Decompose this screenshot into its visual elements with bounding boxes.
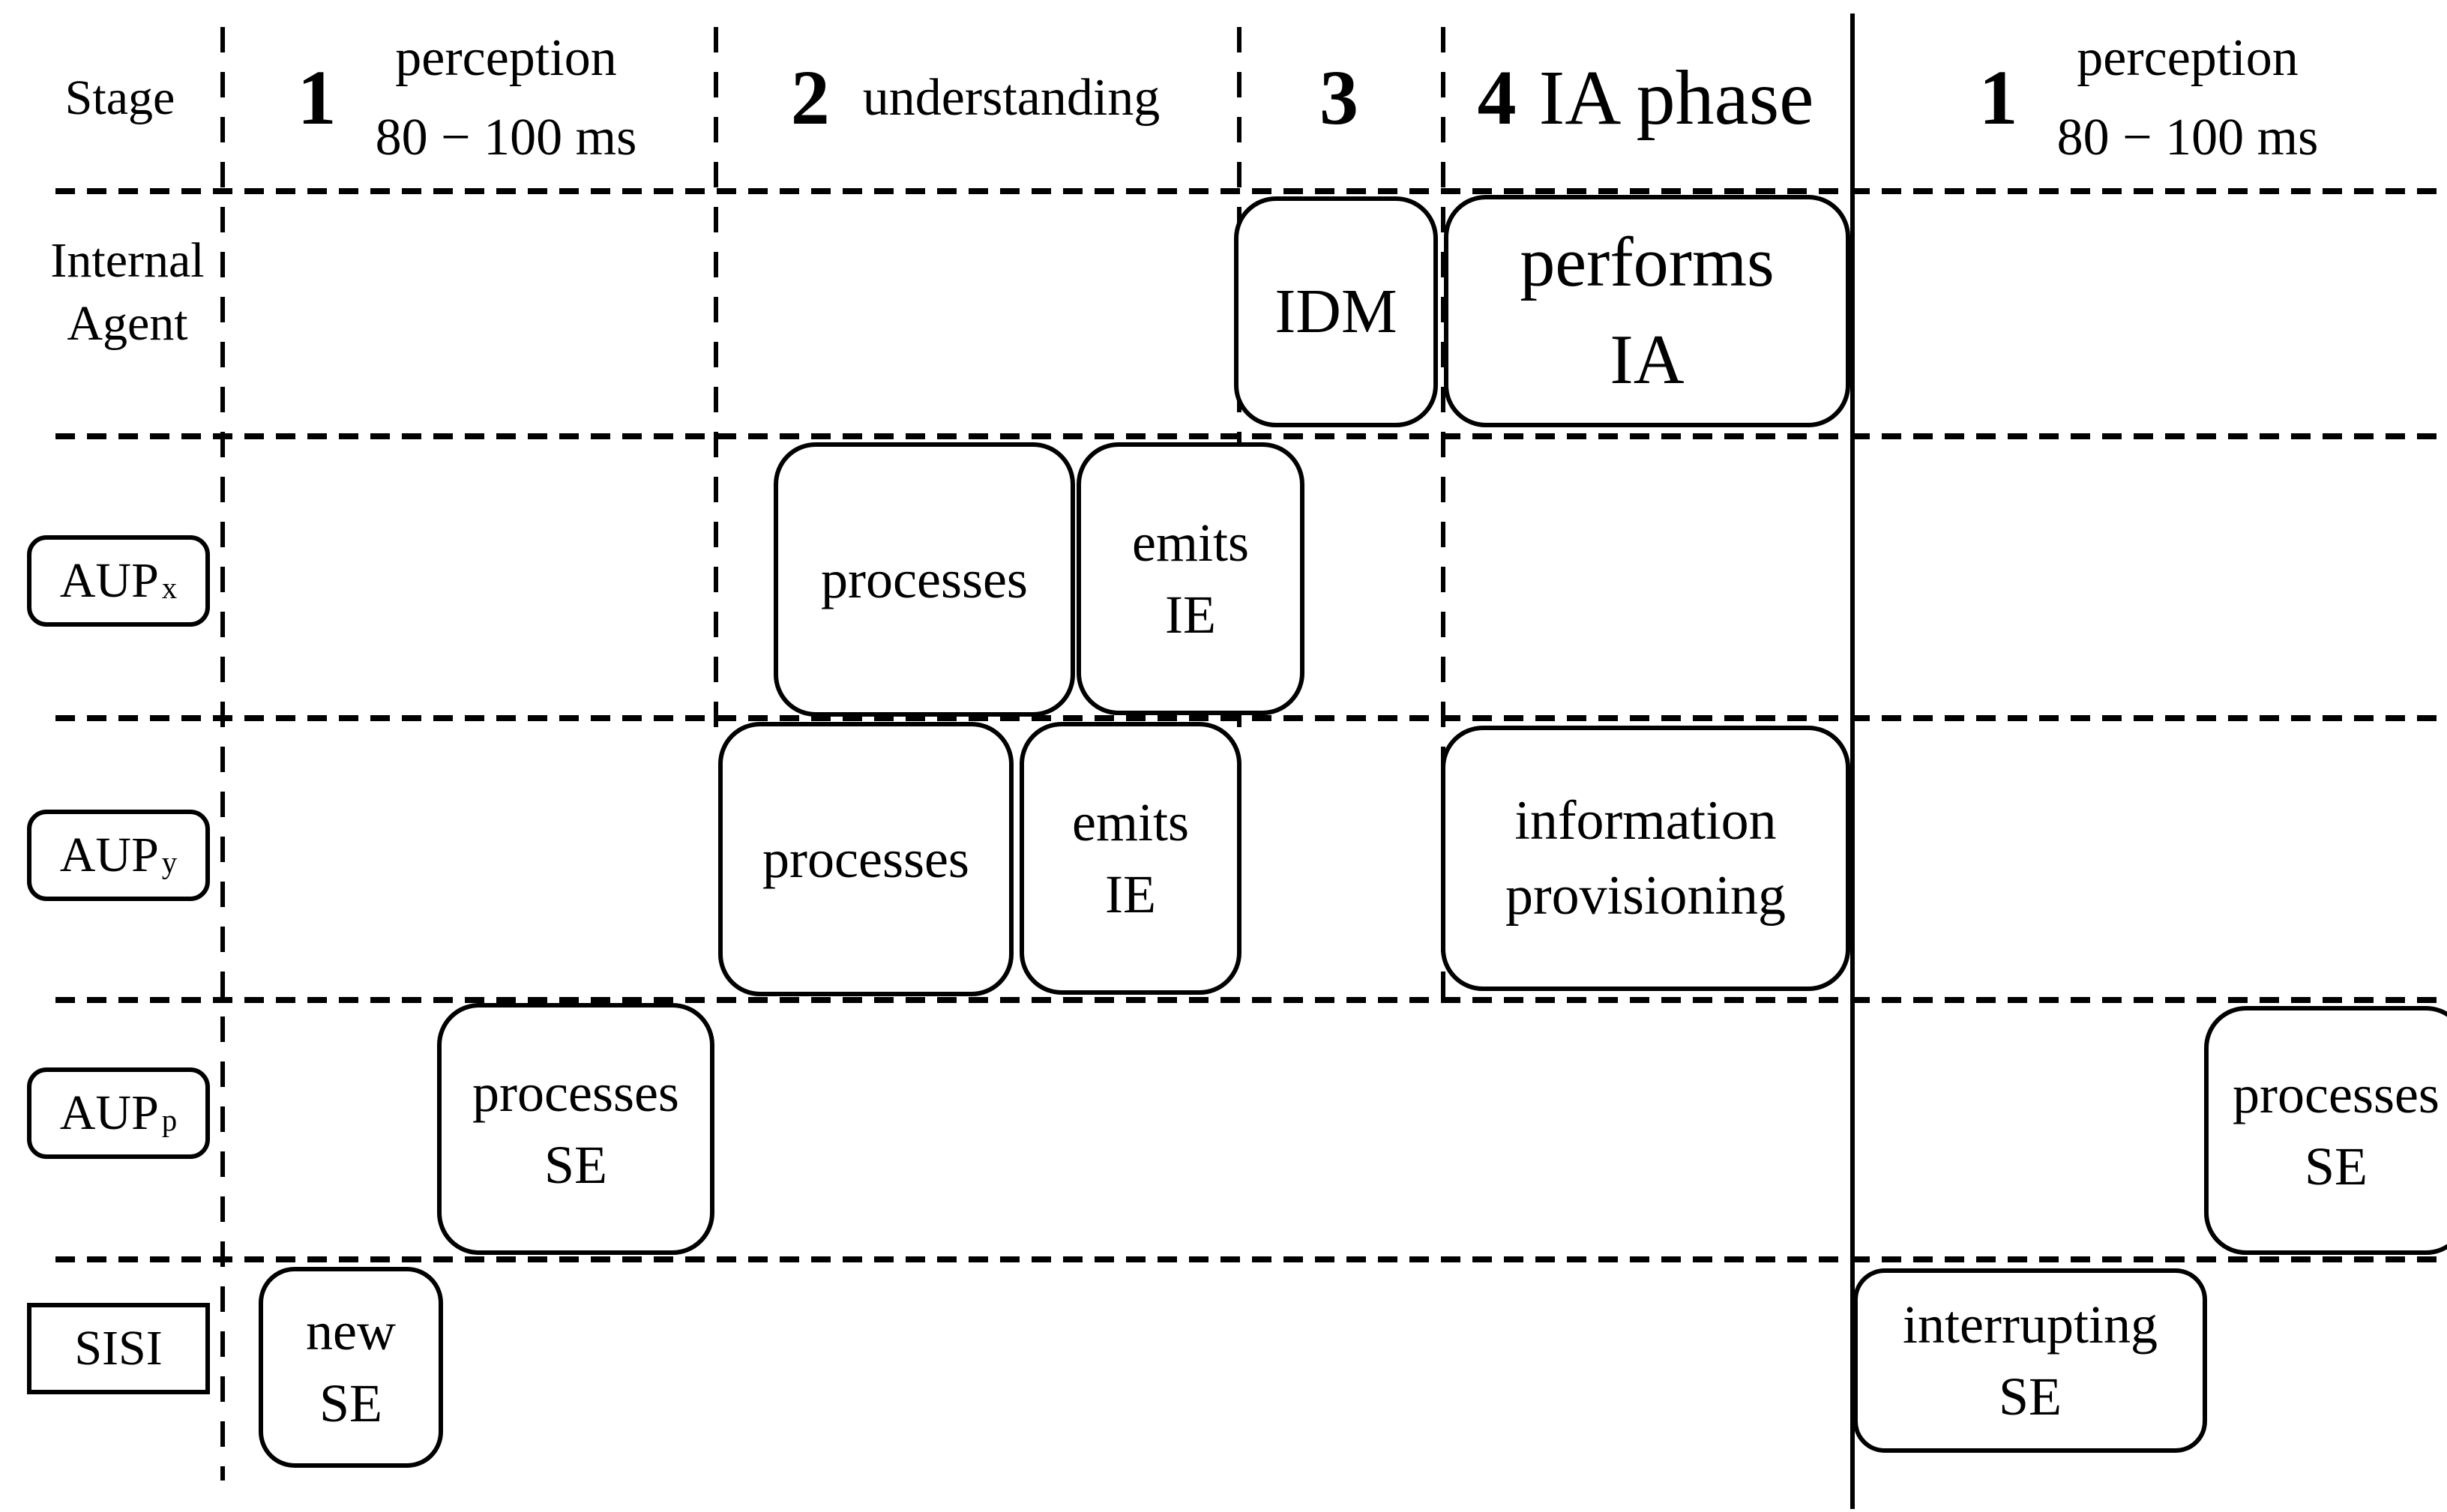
stage-boundary-line-1 xyxy=(220,27,225,1481)
aup-p-base: AUP xyxy=(59,1085,159,1140)
lane-label-sisi: SISI xyxy=(27,1303,210,1394)
aup-y-base: AUP xyxy=(59,828,159,882)
activity-interrupting-se: interrupting SE xyxy=(1853,1268,2207,1453)
aupp-processes-se-repeat-line2: SE xyxy=(2304,1136,2368,1196)
stage-header-label: Stage xyxy=(64,70,175,125)
stage-1-number: 1 xyxy=(297,55,337,141)
stage-1-caption: perception 80 − 100 ms xyxy=(376,19,637,178)
lane-label-aup-p: AUP p xyxy=(27,1067,210,1159)
stage-1-repeat-number: 1 xyxy=(1978,55,2018,141)
stage-boundary-line-2 xyxy=(714,27,718,742)
activity-aupy-processes: processes xyxy=(718,722,1014,996)
activity-idm: IDM xyxy=(1234,196,1438,427)
interrupting-se-line2: SE xyxy=(1998,1367,2062,1427)
stage-3-number: 3 xyxy=(1319,55,1358,141)
aup-y-subscript: y xyxy=(161,846,178,880)
info-provisioning-line2: provisioning xyxy=(1505,865,1787,927)
stage-1-repeat-label: perception xyxy=(2077,28,2299,87)
new-se-line1: new xyxy=(306,1301,396,1361)
internal-agent-line2: Agent xyxy=(67,296,188,351)
interruption-boundary-line xyxy=(1850,13,1855,1509)
stage-1-label: perception xyxy=(395,28,617,87)
aupp-processes-se-line2: SE xyxy=(544,1135,608,1195)
interrupting-se-line1: interrupting xyxy=(1903,1295,2158,1355)
sisi-label: SISI xyxy=(74,1321,163,1376)
activity-idm-text: IDM xyxy=(1274,277,1397,346)
stage-4-number: 4 xyxy=(1477,55,1517,141)
lane-boundary-header xyxy=(55,188,2447,194)
internal-agent-line1: Internal xyxy=(50,233,205,288)
activity-new-se: new SE xyxy=(259,1267,443,1468)
stage-4-label: IA phase xyxy=(1538,55,1814,141)
activity-aupx-emits-ie: emits IE xyxy=(1077,442,1304,715)
lane-boundary-aupp xyxy=(55,1256,2447,1262)
lane-boundary-aupx xyxy=(55,715,2447,721)
activity-performs-ia: performs IA xyxy=(1444,195,1850,427)
new-se-line2: SE xyxy=(319,1373,383,1433)
stage-boundary-line-4 xyxy=(1441,27,1445,1000)
activity-aupp-processes-se: processes SE xyxy=(437,1003,714,1255)
lane-label-aup-y: AUP y xyxy=(27,810,210,901)
performs-ia-line2: IA xyxy=(1610,321,1685,399)
aupy-emits-line1: emits xyxy=(1072,792,1189,852)
aupx-emits-line2: IE xyxy=(1165,585,1216,645)
aupx-emits-line1: emits xyxy=(1132,513,1249,573)
stage-1-repeat-duration: 80 − 100 ms xyxy=(2056,108,2319,166)
stage-1-header: 1 perception 80 − 100 ms xyxy=(220,21,714,175)
lane-label-internal-agent: Internal Agent xyxy=(30,229,225,355)
stage-1-repeat-header: 1 perception 80 − 100 ms xyxy=(1850,21,2447,175)
stage-1-duration: 80 − 100 ms xyxy=(375,108,637,166)
stage-1-repeat-caption: perception 80 − 100 ms xyxy=(2057,19,2319,178)
stage-4-header: 4 IA phase xyxy=(1441,21,1850,175)
aupp-processes-se-repeat-line1: processes xyxy=(2233,1064,2440,1124)
lane-boundary-internal-agent xyxy=(55,433,2447,439)
aup-p-subscript: p xyxy=(161,1103,178,1138)
lane-label-aup-x: AUP x xyxy=(27,535,210,627)
info-provisioning-line1: information xyxy=(1514,790,1777,852)
lane-boundary-aupy xyxy=(55,997,2447,1003)
aupy-processes-text: processes xyxy=(762,829,969,889)
aup-x-base: AUP xyxy=(59,553,159,608)
performs-ia-line1: performs xyxy=(1520,223,1775,301)
stage-2-header: 2 understanding xyxy=(714,21,1237,175)
stage-2-label: understanding xyxy=(862,68,1161,127)
aupp-processes-se-line1: processes xyxy=(472,1063,679,1123)
activity-aupy-emits-ie: emits IE xyxy=(1020,722,1241,995)
stage-2-number: 2 xyxy=(790,55,830,141)
activity-information-provisioning: information provisioning xyxy=(1441,726,1850,991)
activity-aupx-processes: processes xyxy=(774,442,1075,717)
activity-aupp-processes-se-repeat: processes SE xyxy=(2204,1006,2447,1255)
aupy-emits-line2: IE xyxy=(1105,864,1156,924)
aupx-processes-text: processes xyxy=(821,549,1028,609)
aup-x-subscript: x xyxy=(161,571,178,606)
stage-3-header: 3 xyxy=(1237,21,1441,175)
